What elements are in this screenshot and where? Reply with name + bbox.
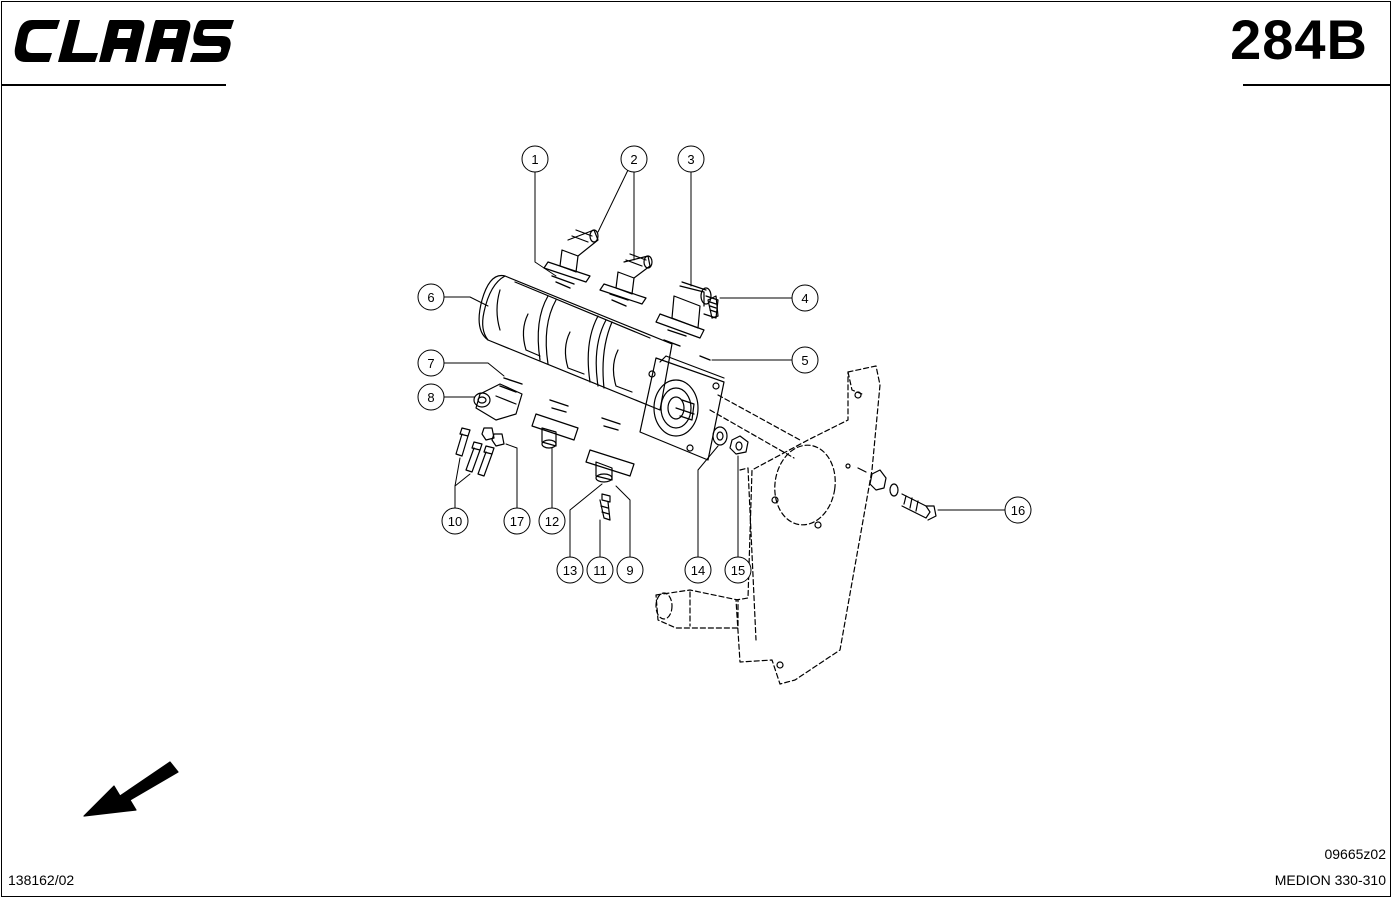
arrow-down-left-icon <box>83 761 179 817</box>
screw-11 <box>599 493 611 521</box>
flange-block <box>473 383 523 421</box>
callout-label: 17 <box>510 514 524 529</box>
callout-8: 8 <box>417 383 445 411</box>
callout-9: 9 <box>616 556 644 584</box>
part-callouts: 1 2 3 4 5 6 7 8 9 10 11 12 13 14 15 16 1… <box>417 145 1032 584</box>
bracket-holes <box>771 391 862 669</box>
callout-3: 3 <box>677 145 705 173</box>
callout-14: 14 <box>684 556 712 584</box>
fitting-12 <box>531 413 579 449</box>
callout-2: 2 <box>620 145 648 173</box>
pressure-fitting <box>655 281 719 339</box>
hose-fitting-upper-1 <box>543 229 599 283</box>
callout-label: 9 <box>626 563 633 578</box>
callout-7: 7 <box>417 349 445 377</box>
nut-15 <box>729 435 749 455</box>
page-number-underline <box>1243 84 1390 86</box>
callout-17: 17 <box>503 507 531 535</box>
callout-4: 4 <box>791 284 819 312</box>
callout-13: 13 <box>556 556 584 584</box>
seal-rings <box>499 275 711 431</box>
fitting-13 <box>585 449 635 483</box>
callout-5: 5 <box>791 346 819 374</box>
page-number: 284B <box>1230 8 1368 71</box>
callout-10: 10 <box>441 507 469 535</box>
bolt-set-16 <box>857 467 937 521</box>
gear-pump-body <box>478 274 725 461</box>
callout-label: 13 <box>563 563 577 578</box>
callout-label: 10 <box>448 514 462 529</box>
callout-label: 5 <box>801 353 808 368</box>
drawing-code: 09665z02 <box>1324 846 1386 862</box>
logo-underline <box>2 84 226 86</box>
callout-label: 16 <box>1011 503 1025 518</box>
bolt-4 <box>707 295 719 319</box>
callout-label: 12 <box>545 514 559 529</box>
callout-16: 16 <box>1004 496 1032 524</box>
callout-12: 12 <box>538 507 566 535</box>
callout-label: 11 <box>593 563 607 578</box>
callout-label: 1 <box>531 152 538 167</box>
mounting-bracket <box>655 365 881 685</box>
nuts-17 <box>481 427 505 447</box>
callout-6: 6 <box>417 283 445 311</box>
callout-label: 2 <box>630 152 637 167</box>
document-number: 138162/02 <box>8 872 75 888</box>
hose-fitting-upper-2 <box>599 253 653 305</box>
callout-11: 11 <box>586 556 614 584</box>
callout-label: 15 <box>731 563 745 578</box>
callout-label: 7 <box>427 356 434 371</box>
callout-label: 6 <box>427 290 434 305</box>
callout-15: 15 <box>724 556 752 584</box>
callout-1: 1 <box>521 145 549 173</box>
callout-label: 14 <box>691 563 705 578</box>
model-name: MEDION 330-310 <box>1274 872 1386 888</box>
leader-lines <box>443 169 1006 559</box>
claas-logo <box>14 20 234 62</box>
callout-label: 4 <box>801 291 808 306</box>
bolts-10 <box>455 427 495 477</box>
washer-14 <box>712 426 728 446</box>
callout-label: 3 <box>687 152 694 167</box>
callout-label: 8 <box>427 390 434 405</box>
